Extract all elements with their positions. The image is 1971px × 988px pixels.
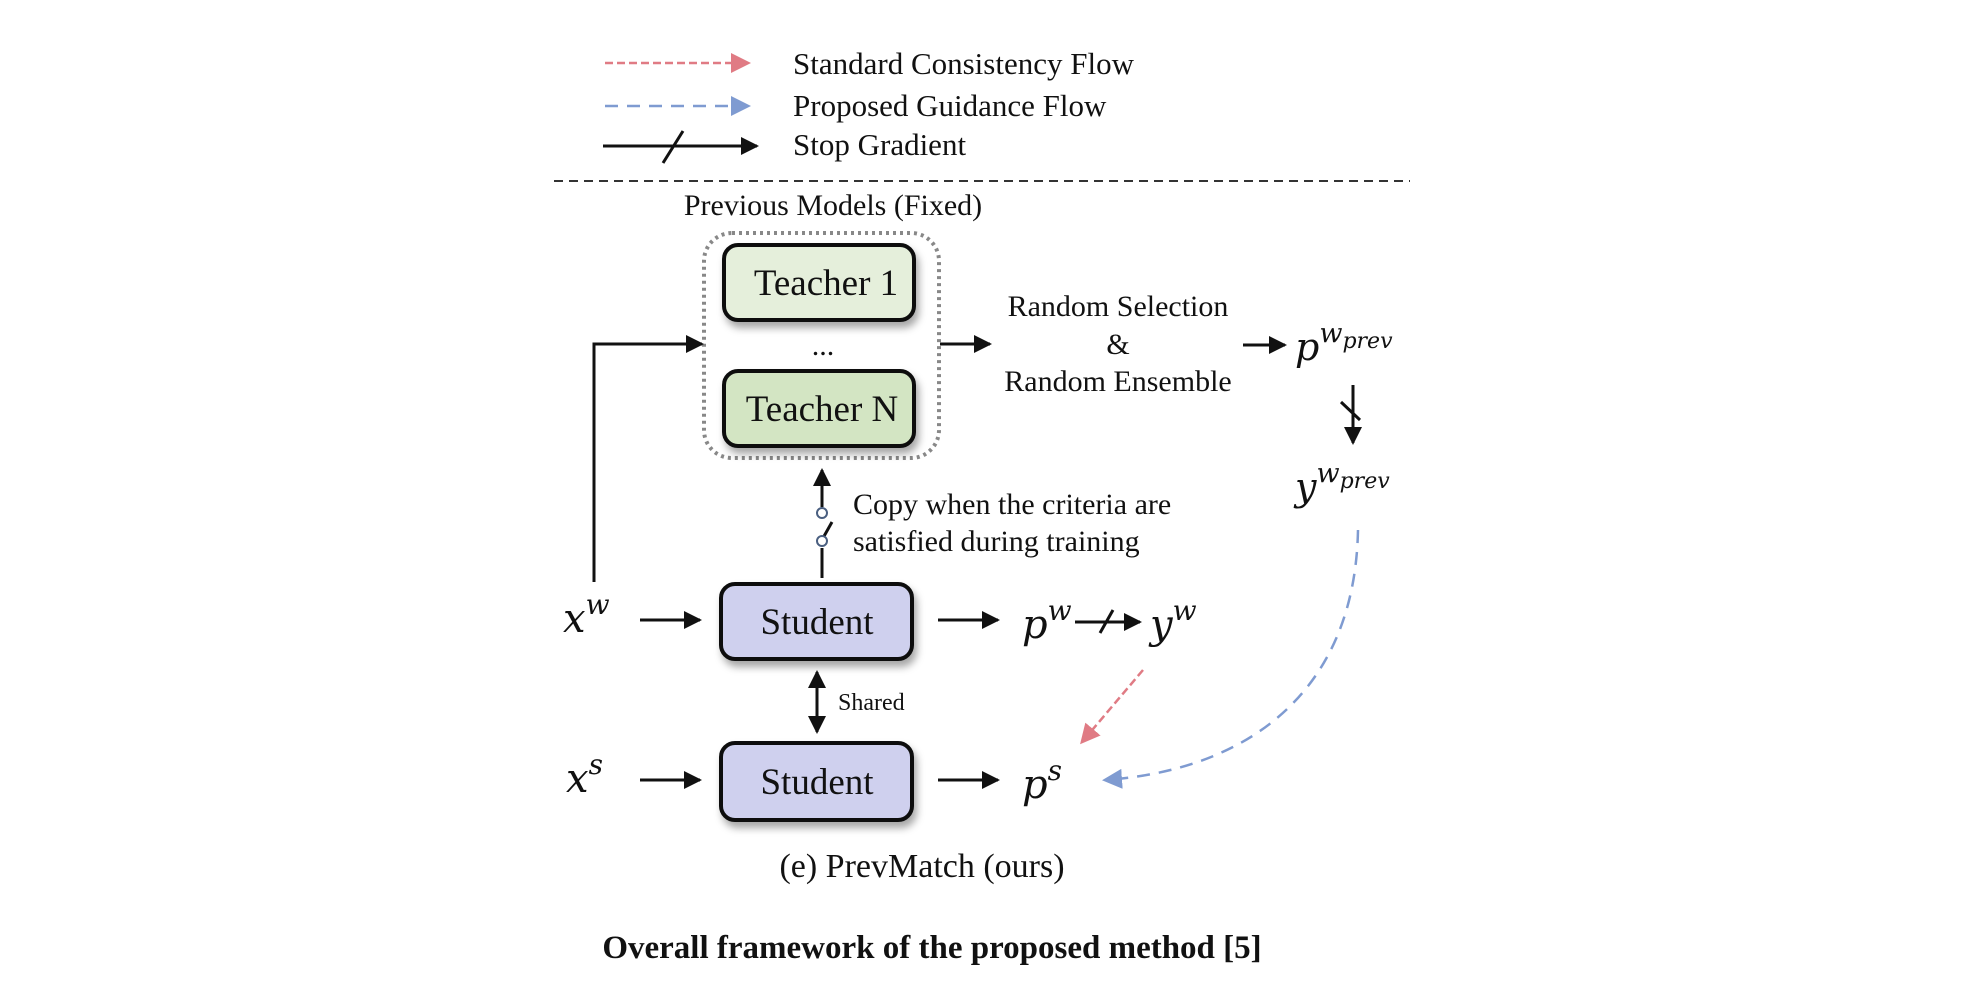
switch-lever-icon xyxy=(821,521,834,539)
selection-text-line-2: & xyxy=(1106,328,1129,361)
stop-gradient-slash-icon xyxy=(1098,609,1115,634)
teacher-n-box: Teacher N xyxy=(722,369,916,448)
legend-item-standard-consistency-flow: Standard Consistency Flow xyxy=(605,46,1135,81)
student-label: Student xyxy=(760,762,874,803)
selection-text-line-3: Random Ensemble xyxy=(1004,365,1231,398)
shared-label: Shared xyxy=(838,690,905,716)
x-s-var: xs xyxy=(566,748,603,802)
proposed-guidance-arrow xyxy=(1102,529,1360,789)
slash-icon xyxy=(661,130,685,164)
copy-text-line-1: Copy when the criteria are xyxy=(853,488,1171,521)
previous-models-container xyxy=(702,231,941,460)
student-rect xyxy=(719,741,914,822)
legend-label: Standard Consistency Flow xyxy=(793,46,1135,81)
legend: Standard Consistency Flow Proposed Guida… xyxy=(603,46,1135,164)
teacher-n-rect xyxy=(722,369,916,448)
teacher-1-label: Teacher 1 xyxy=(754,263,898,304)
xw-to-teachers-arrow xyxy=(592,335,704,582)
teacher-n-label: Teacher N xyxy=(746,389,899,430)
group-label: Previous Models (Fixed) xyxy=(684,189,982,222)
ellipsis: ... xyxy=(812,329,835,362)
teacher-1-box: Teacher 1 xyxy=(722,243,916,322)
student-box-strong: Student xyxy=(719,741,914,822)
selection-text-line-1: Random Selection xyxy=(1008,290,1229,323)
figure-title: Overall framework of the proposed method… xyxy=(602,930,1261,966)
subcaption: (e) PrevMatch (ours) xyxy=(779,848,1064,885)
student-label: Student xyxy=(760,602,874,643)
legend-item-proposed-guidance-flow: Proposed Guidance Flow xyxy=(605,88,1107,123)
x-w-var: xw xyxy=(563,588,610,642)
teacher-1-rect xyxy=(722,243,916,322)
legend-item-stop-gradient: Stop Gradient xyxy=(603,127,966,164)
switch-node-icon xyxy=(816,507,828,519)
switch-node-icon xyxy=(816,535,828,547)
y-w-var: yw xyxy=(1148,594,1197,648)
p-w-prev-var: pwprev xyxy=(1295,318,1393,369)
p-s-var: ps xyxy=(1022,754,1062,808)
standard-consistency-arrow xyxy=(1080,669,1144,745)
stop-gradient-slash-icon xyxy=(1339,400,1362,422)
student-rect xyxy=(719,582,914,661)
p-w-var: pw xyxy=(1022,594,1072,648)
legend-label: Proposed Guidance Flow xyxy=(793,88,1107,123)
student-box-weak: Student xyxy=(719,582,914,661)
y-w-prev-var: ywprev xyxy=(1293,458,1390,509)
copy-text-line-2: satisfied during training xyxy=(853,525,1140,558)
legend-label: Stop Gradient xyxy=(793,127,966,162)
